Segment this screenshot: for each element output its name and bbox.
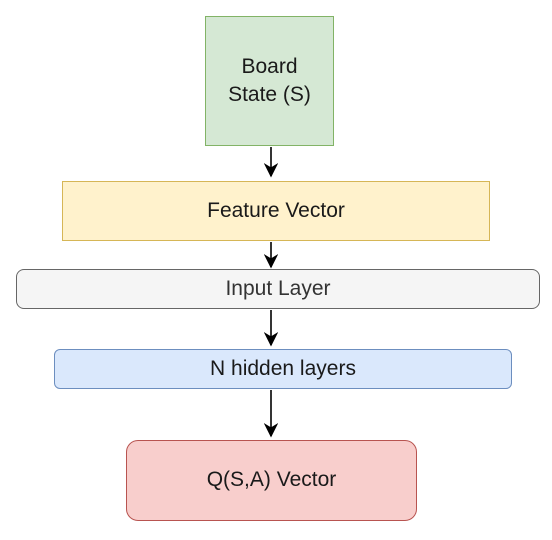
q-vector-label: Q(S,A) Vector xyxy=(206,468,337,492)
board-state-label: Board State (S) xyxy=(228,54,311,106)
input-layer-node: Input Layer xyxy=(16,269,540,309)
hidden-layers-node: N hidden layers xyxy=(54,349,512,389)
feature-vector-label: Feature Vector xyxy=(207,198,345,222)
q-vector-node: Q(S,A) Vector xyxy=(126,440,417,521)
hidden-layers-label: N hidden layers xyxy=(210,356,356,380)
feature-vector-node: Feature Vector xyxy=(62,181,490,241)
input-layer-label: Input Layer xyxy=(225,276,331,300)
board-state-node: Board State (S) xyxy=(205,16,334,146)
